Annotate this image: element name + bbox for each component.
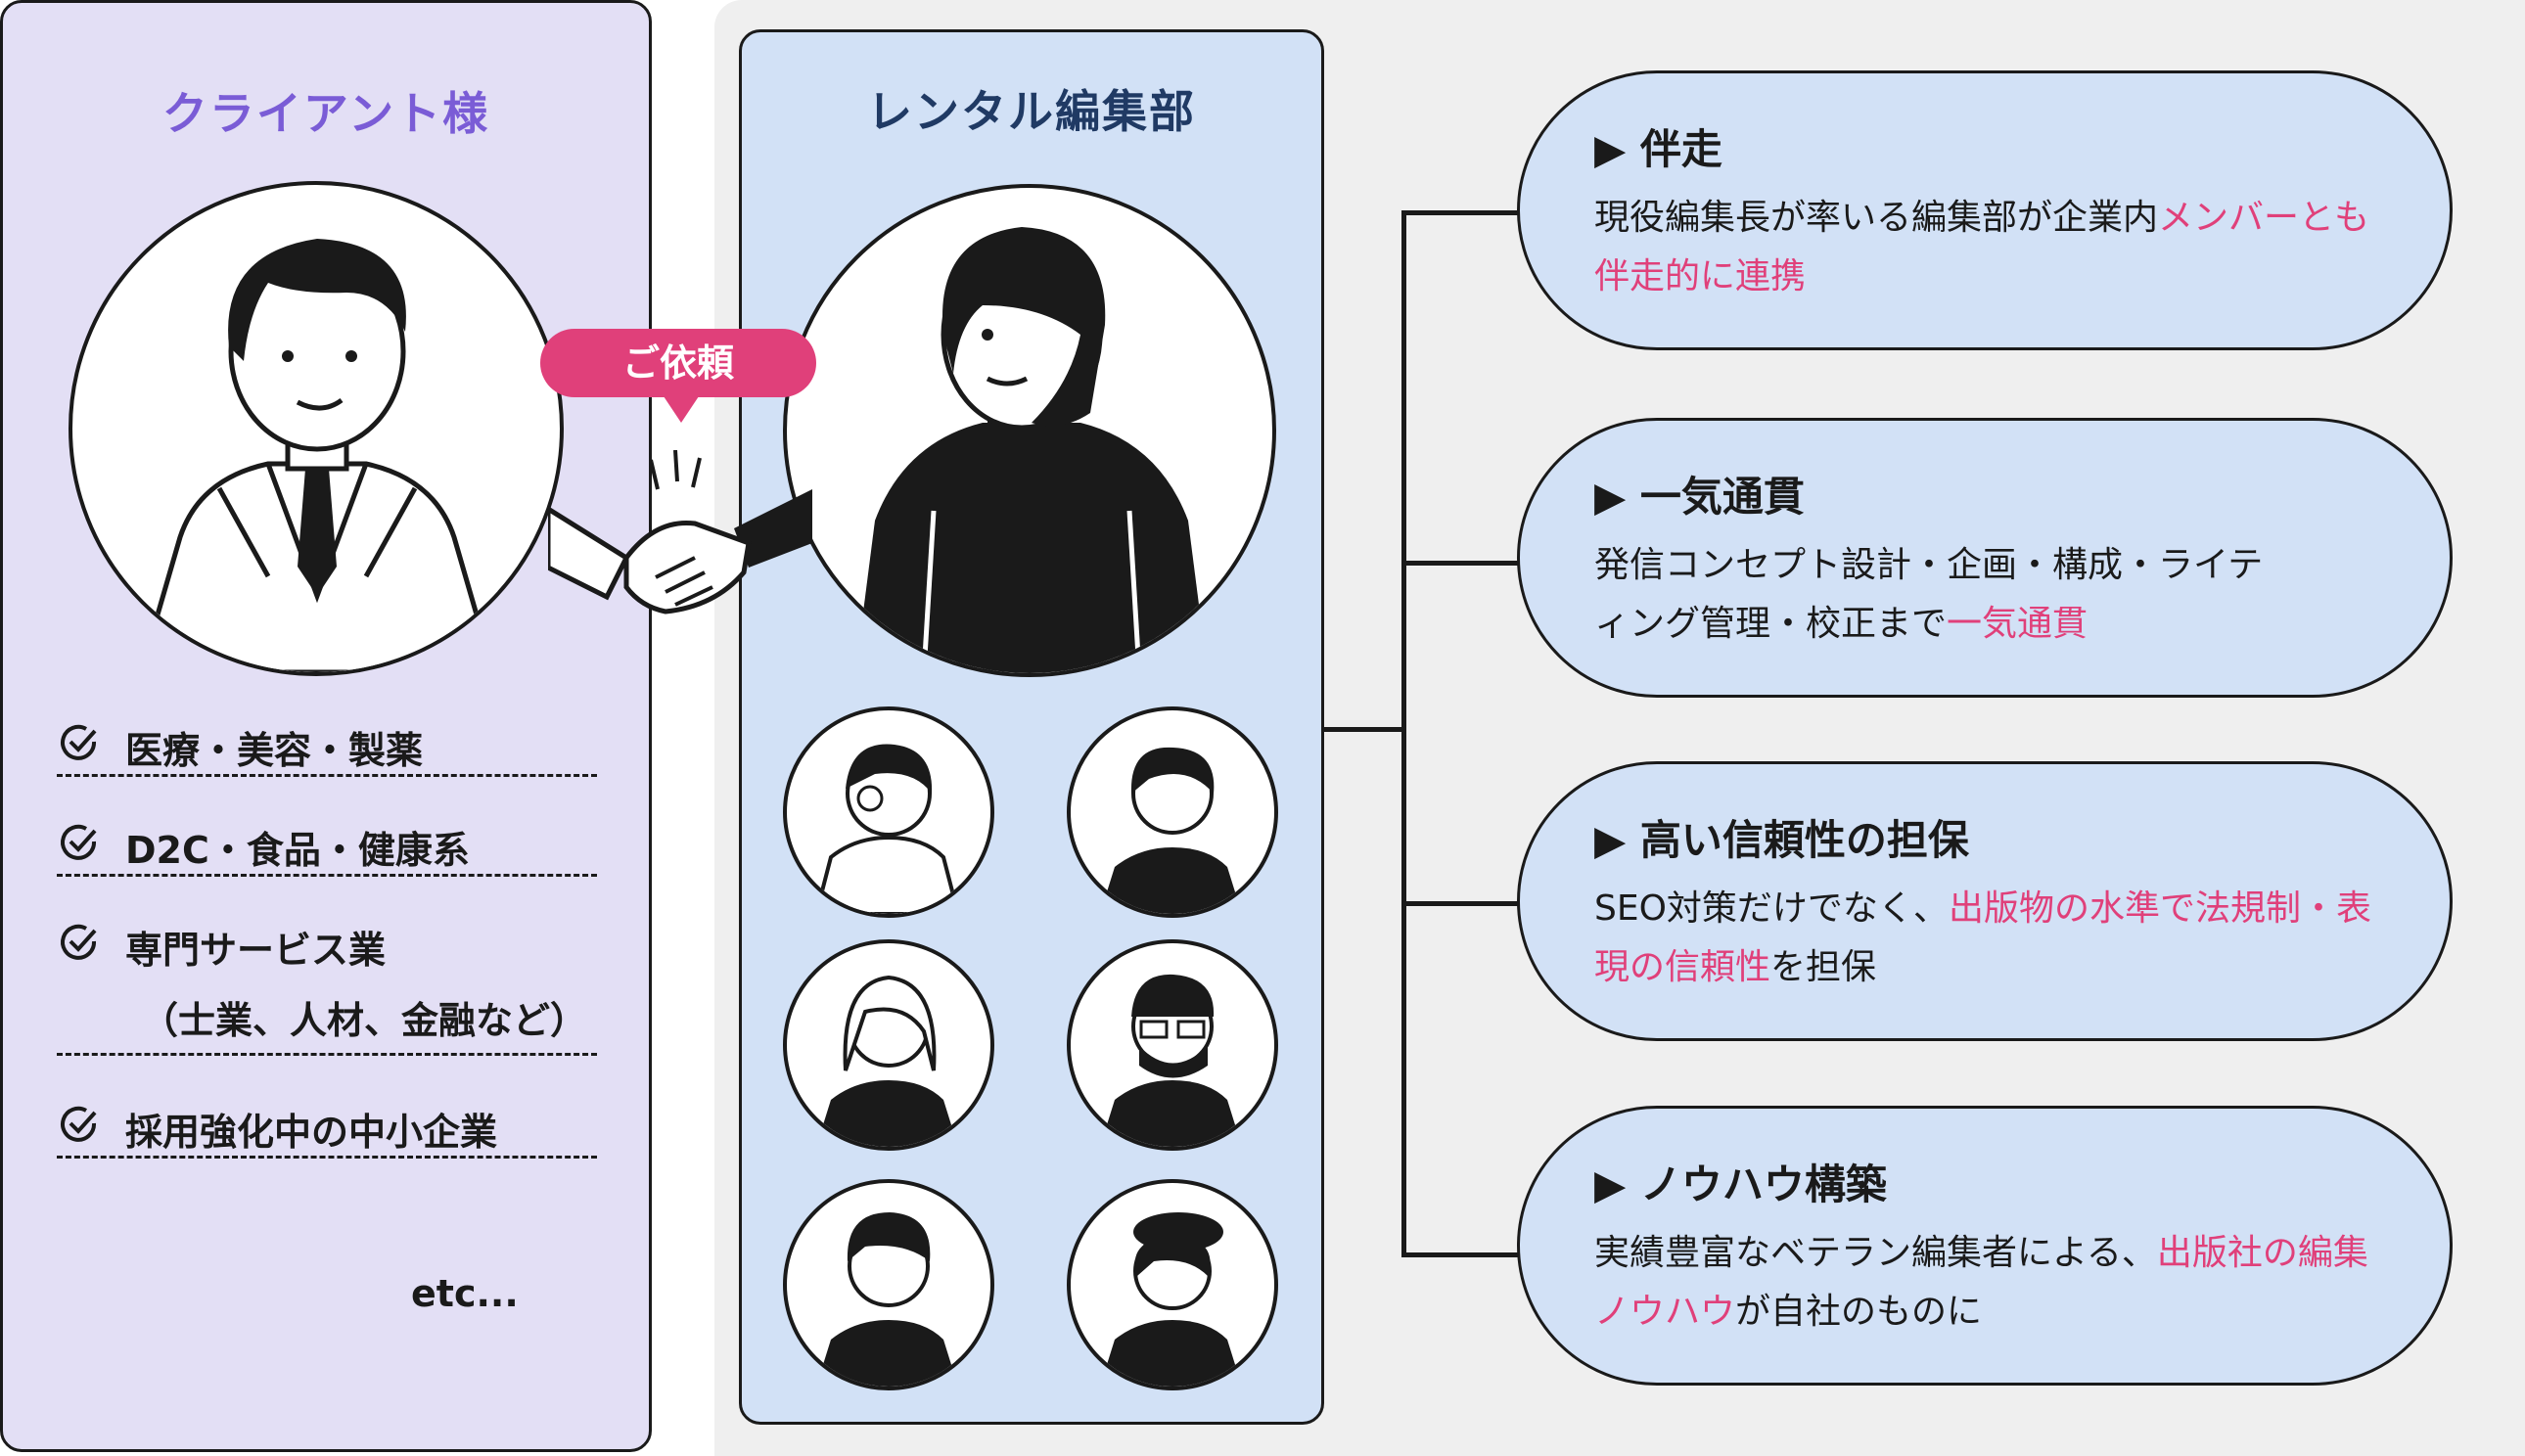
- client-item-sublabel: （士業、人材、金融など）: [141, 990, 587, 1044]
- feature-title: ▶ 高い信頼性の担保: [1594, 807, 1969, 867]
- editor-avatar-4: [1067, 939, 1278, 1151]
- connector-branch: [1401, 1252, 1519, 1257]
- feature-card: ▶ 高い信頼性の担保 SEO対策だけでなく、出版物の水準で法規制・表現の信頼性を…: [1517, 761, 2453, 1041]
- feature-body: 現役編集長が率いる編集部が企業内メンバーとも伴走的に連携: [1594, 189, 2377, 306]
- client-etc: etc...: [411, 1272, 519, 1315]
- check-circle-icon: [59, 1104, 100, 1145]
- editor-avatar-1: [783, 706, 994, 918]
- feature-title: ▶ 一気通貫: [1594, 464, 1805, 523]
- client-illustration: [69, 181, 564, 676]
- check-circle-icon: [59, 822, 100, 863]
- request-bubble-tail: [662, 393, 701, 423]
- feature-body: 発信コンセプト設計・企画・構成・ライティング管理・校正まで一気通貫: [1594, 536, 2270, 654]
- feature-text: が自社のものに: [1735, 1292, 1982, 1332]
- feature-card: ▶ ノウハウ構築 実績豊富なベテラン編集者による、出版社の編集ノウハウが自社のも…: [1517, 1106, 2453, 1386]
- feature-title: ▶ 伴走: [1594, 116, 1722, 176]
- feature-text: 発信コンセプト設計・企画・構成・ライティング管理・校正まで: [1594, 545, 2263, 644]
- client-item: 専門サービス業 （士業、人材、金融など）: [57, 916, 597, 1056]
- feature-body: 実績豊富なベテラン編集者による、出版社の編集ノウハウが自社のものに: [1594, 1224, 2377, 1342]
- feature-title: ▶ ノウハウ構築: [1594, 1152, 1887, 1211]
- client-item: 医療・美容・製薬: [57, 716, 597, 777]
- editor-in-chief-illustration: [783, 184, 1276, 677]
- check-circle-icon: [59, 922, 100, 963]
- feature-text: を担保: [1770, 947, 1876, 987]
- feature-highlight: 一気通貫: [1947, 604, 2088, 644]
- client-item-label: D2C・食品・健康系: [125, 820, 470, 874]
- editor-avatar-6: [1067, 1179, 1278, 1390]
- connector-branch: [1401, 901, 1519, 906]
- check-circle-icon: [59, 722, 100, 763]
- feature-body: SEO対策だけでなく、出版物の水準で法規制・表現の信頼性を担保: [1594, 880, 2377, 997]
- connector-branch: [1401, 210, 1519, 215]
- request-bubble: ご依頼: [540, 329, 816, 397]
- feature-card: ▶ 一気通貫 発信コンセプト設計・企画・構成・ライティング管理・校正まで一気通貫: [1517, 418, 2453, 698]
- editor-avatar-3: [783, 939, 994, 1151]
- feature-text: SEO対策だけでなく、: [1594, 888, 1949, 929]
- connector-branch: [1401, 561, 1519, 566]
- connector-main: [1324, 727, 1404, 732]
- client-item: D2C・食品・健康系: [57, 816, 597, 877]
- client-item-label: 専門サービス業: [125, 920, 386, 974]
- handshake-illustration: [548, 450, 812, 636]
- editor-avatar-2: [1067, 706, 1278, 918]
- client-title: クライアント様: [0, 78, 652, 143]
- connector-trunk: [1401, 210, 1406, 1257]
- client-item: 採用強化中の中小企業: [57, 1098, 597, 1159]
- feature-card: ▶ 伴走 現役編集長が率いる編集部が企業内メンバーとも伴走的に連携: [1517, 70, 2453, 350]
- client-item-label: 採用強化中の中小企業: [125, 1102, 497, 1156]
- feature-text: 現役編集長が率いる編集部が企業内: [1594, 198, 2158, 238]
- editor-avatar-5: [783, 1179, 994, 1390]
- feature-text: 実績豊富なベテラン編集者による、: [1594, 1233, 2157, 1273]
- editorial-title: レンタル編集部: [739, 76, 1324, 141]
- client-item-label: 医療・美容・製薬: [125, 720, 423, 774]
